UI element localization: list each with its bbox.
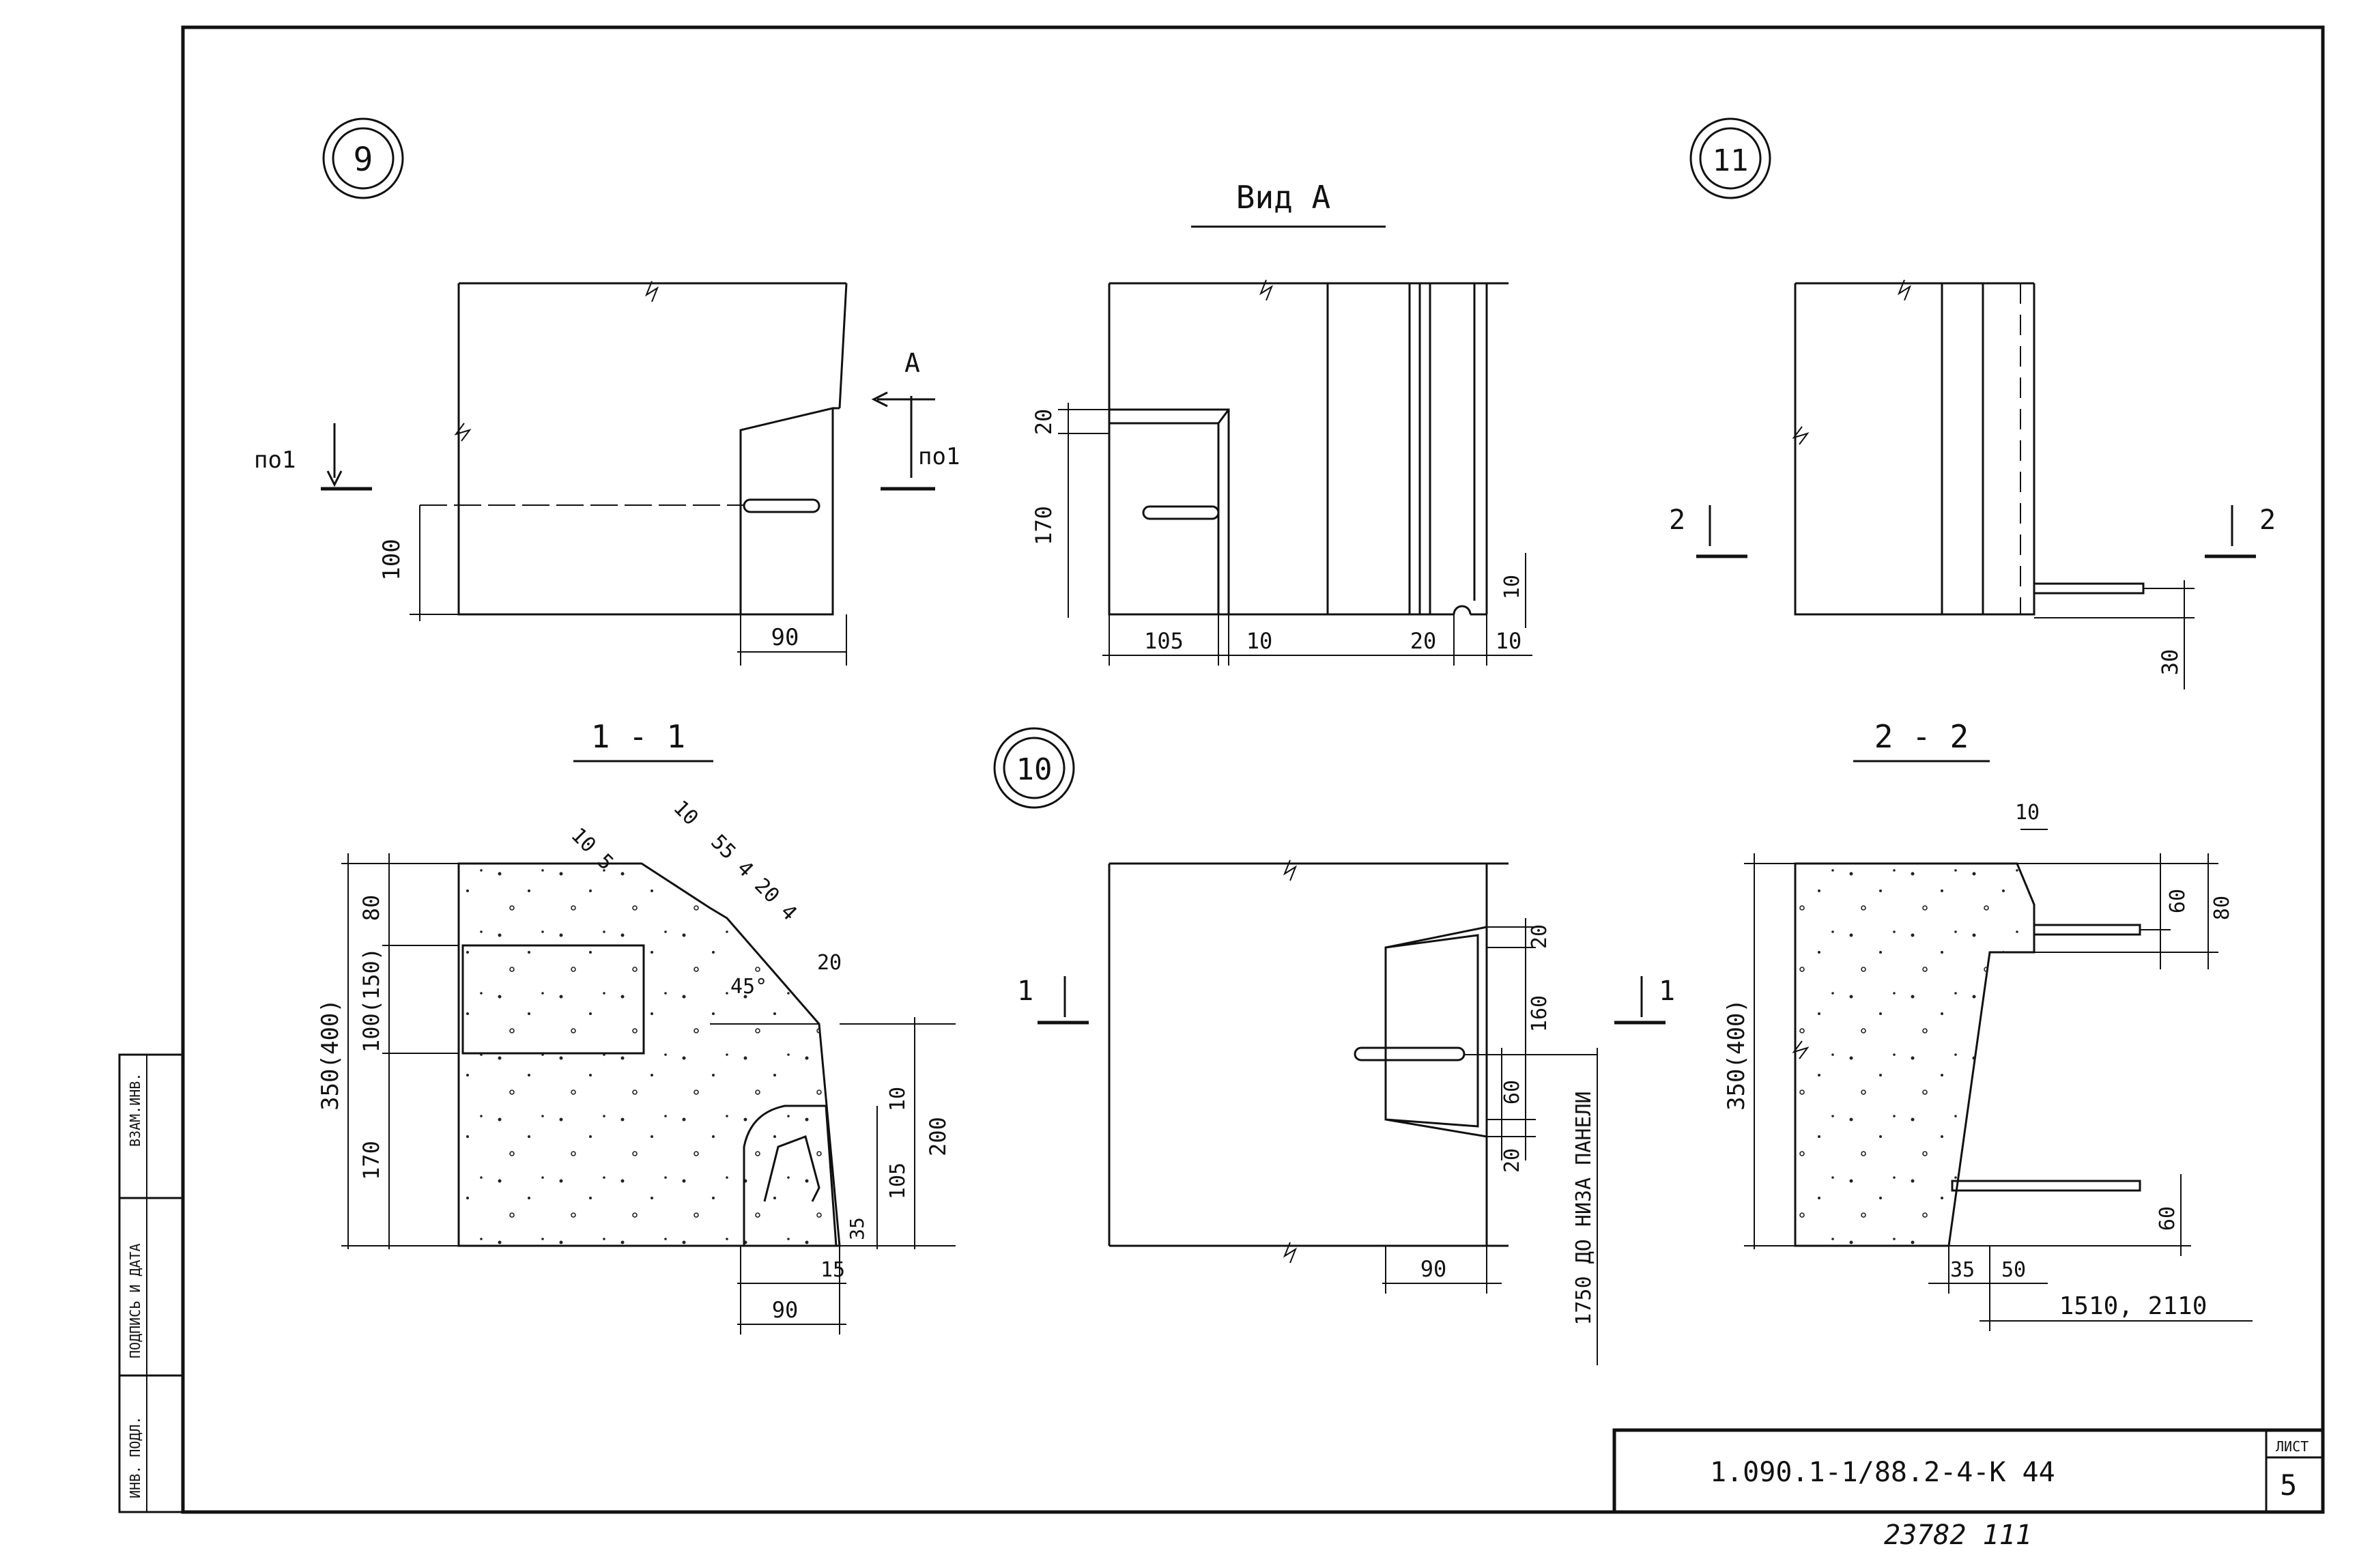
d10-dim-160: 160 (1528, 995, 1552, 1032)
section-2-2: 2 - 2 350(400) 10 60 80 60 35 50 1510, 2… (1723, 718, 2253, 1331)
d11-n2-right: 2 (2259, 504, 2276, 536)
sheet-frame (181, 25, 2325, 1514)
s22-dim-10: 10 (2015, 801, 2040, 825)
s22-dim-80: 80 (2210, 896, 2234, 920)
d10-dim-90: 90 (1420, 1256, 1447, 1282)
va-dim-10a: 10 (1246, 628, 1273, 654)
d11-dim-30: 30 (2157, 649, 2183, 676)
s11-insulation (461, 944, 645, 1055)
bottom-note: 23782 111 (1884, 1520, 2032, 1551)
va-dim-10c: 10 (1500, 575, 1524, 599)
s11-dim-200: 200 (925, 1117, 951, 1156)
stamp-vzam-inv: ВЗАМ.ИНВ. (127, 1073, 143, 1147)
view-a-title: Вид А (1236, 179, 1330, 216)
marker-circle-9 (322, 117, 404, 199)
d9-dim-90: 90 (771, 624, 799, 651)
s11-dim-105: 105 (886, 1163, 910, 1199)
title-block: 1.090.1-1/88.2-4-К 44 ЛИСТ 5 (1612, 1428, 2325, 1514)
detail-9: 9 100 90 по1 по1 А (254, 117, 960, 666)
va-dim-20b: 20 (1410, 628, 1437, 654)
detail-11: 11 2 2 30 (1669, 117, 2276, 689)
marker-11: 11 (1713, 143, 1749, 178)
va-dim-170: 170 (1031, 506, 1057, 545)
view-a: Вид А 20 170 105 10 20 10 10 (1031, 179, 1532, 666)
s22-dim-35: 35 (1950, 1258, 1975, 1282)
d10-dim-60: 60 (1500, 1080, 1524, 1104)
s22-dim-1510-2110: 1510, 2110 (2059, 1292, 2207, 1320)
marker-10: 10 (1016, 752, 1053, 787)
s11-dim-15: 15 (820, 1258, 845, 1282)
arrow-a-label: А (904, 348, 920, 378)
marker-9: 9 (354, 141, 373, 179)
s11-dim-20: 20 (817, 951, 842, 975)
va-dim-105: 105 (1144, 628, 1184, 654)
sheet-number: 5 (2280, 1468, 2297, 1502)
s11-dim-90: 90 (772, 1297, 799, 1323)
section-1-1: 1 - 1 45° 350(400) 80 100(150) 170 10 5 … (317, 718, 956, 1335)
stamp-inv-podl: ИНВ. ПОДЛ. (127, 1416, 143, 1498)
po1-right: по1 (918, 443, 960, 470)
po1-left: по1 (254, 446, 296, 474)
s11-dim-35: 35 (846, 1217, 868, 1240)
s11-angle: 45° (730, 975, 767, 999)
s22-dim-60a: 60 (2166, 889, 2190, 913)
d10-dim-20a: 20 (1528, 924, 1552, 949)
sec-1-1-title: 1 - 1 (591, 718, 685, 755)
d10-n1-right: 1 (1659, 975, 1675, 1007)
s11-dim-10: 10 (668, 796, 702, 830)
side-stamp: ВЗАМ.ИНВ. ПОДПИСЬ И ДАТА ИНВ. ПОДЛ. (118, 1053, 184, 1513)
d10-n1-left: 1 (1017, 975, 1033, 1007)
d10-do-niza: 1750 ДО НИЗА ПАНЕЛИ (1572, 1091, 1596, 1325)
s11-dim-55-4-20-4: 55 4 20 4 (706, 830, 801, 926)
d10-dim-20b: 20 (1500, 1148, 1524, 1173)
doc-code: 1.090.1-1/88.2-4-К 44 (1710, 1457, 2055, 1488)
s22-dim-60b: 60 (2156, 1206, 2180, 1231)
sheet-label: ЛИСТ (2276, 1438, 2309, 1455)
va-dim-10b: 10 (1496, 628, 1522, 654)
s11-recess (743, 1104, 838, 1247)
va-dim-20: 20 (1031, 409, 1057, 436)
s11-dim-100-150: 100(150) (358, 947, 384, 1053)
sec-2-2-title: 2 - 2 (1874, 718, 1969, 755)
detail-10: 10 1 1 20 160 60 20 1750 ДО НИЗА ПАНЕЛИ … (993, 727, 1675, 1365)
s22-dim-50: 50 (2001, 1258, 2026, 1282)
s11-dim-170: 170 (358, 1141, 384, 1180)
d9-dim-100: 100 (378, 539, 405, 580)
s11-dim-80: 80 (358, 895, 384, 922)
stamp-podpis-data: ПОДПИСЬ И ДАТА (127, 1243, 143, 1358)
d9-outline (457, 283, 834, 616)
s11-dim-10b: 10 (886, 1087, 910, 1111)
d11-n2-left: 2 (1669, 504, 1685, 536)
d9-anchor (743, 498, 820, 513)
s22-dim-350: 350(400) (1723, 999, 1750, 1111)
s11-dim-350: 350(400) (317, 999, 344, 1111)
